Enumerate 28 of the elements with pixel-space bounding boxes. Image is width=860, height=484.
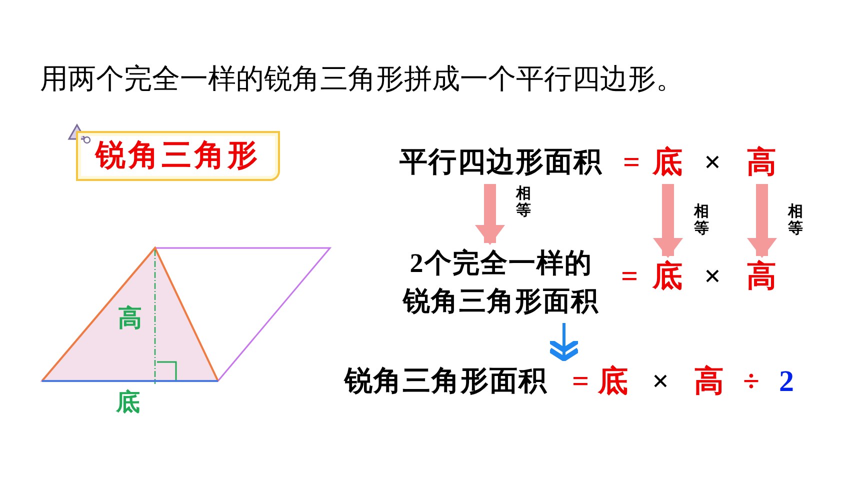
tag-title: 锐角三角形 [96,138,260,174]
title: 用两个完全一样的锐角三角形拼成一个平行四边形。 [40,63,684,97]
formula-text: 平行四边形面积 [400,146,602,180]
divide-sign: ÷ [743,364,760,400]
formula-text: 高 [746,258,778,295]
base-label: 底 [116,388,140,418]
equals-sign: = [572,364,590,400]
height-label: 高 [118,304,142,334]
block-arrow [653,184,683,258]
formula-text: 高 [746,144,778,181]
times-sign: × [652,364,670,400]
formula-text: 底 [652,145,684,181]
formula-text: 锐角三角形面积 [344,365,548,400]
times-sign: × [704,145,722,181]
formula-text: 底 [652,259,684,295]
block-arrow [747,184,777,258]
height-text: 高 [694,364,724,400]
tag-box [76,131,280,181]
edge-label: 相等 [788,204,803,237]
edge-label: 相等 [694,204,709,237]
equals-sign: = [623,145,640,181]
number: 2 [779,364,794,400]
base-text: 底 [598,364,628,400]
equals-sign: = [621,259,638,295]
formula-text: 2个完全一样的锐角三角形面积 [401,247,600,318]
block-arrow [475,184,505,245]
times-sign: × [704,259,722,295]
edge-label: 相等 [516,186,531,219]
